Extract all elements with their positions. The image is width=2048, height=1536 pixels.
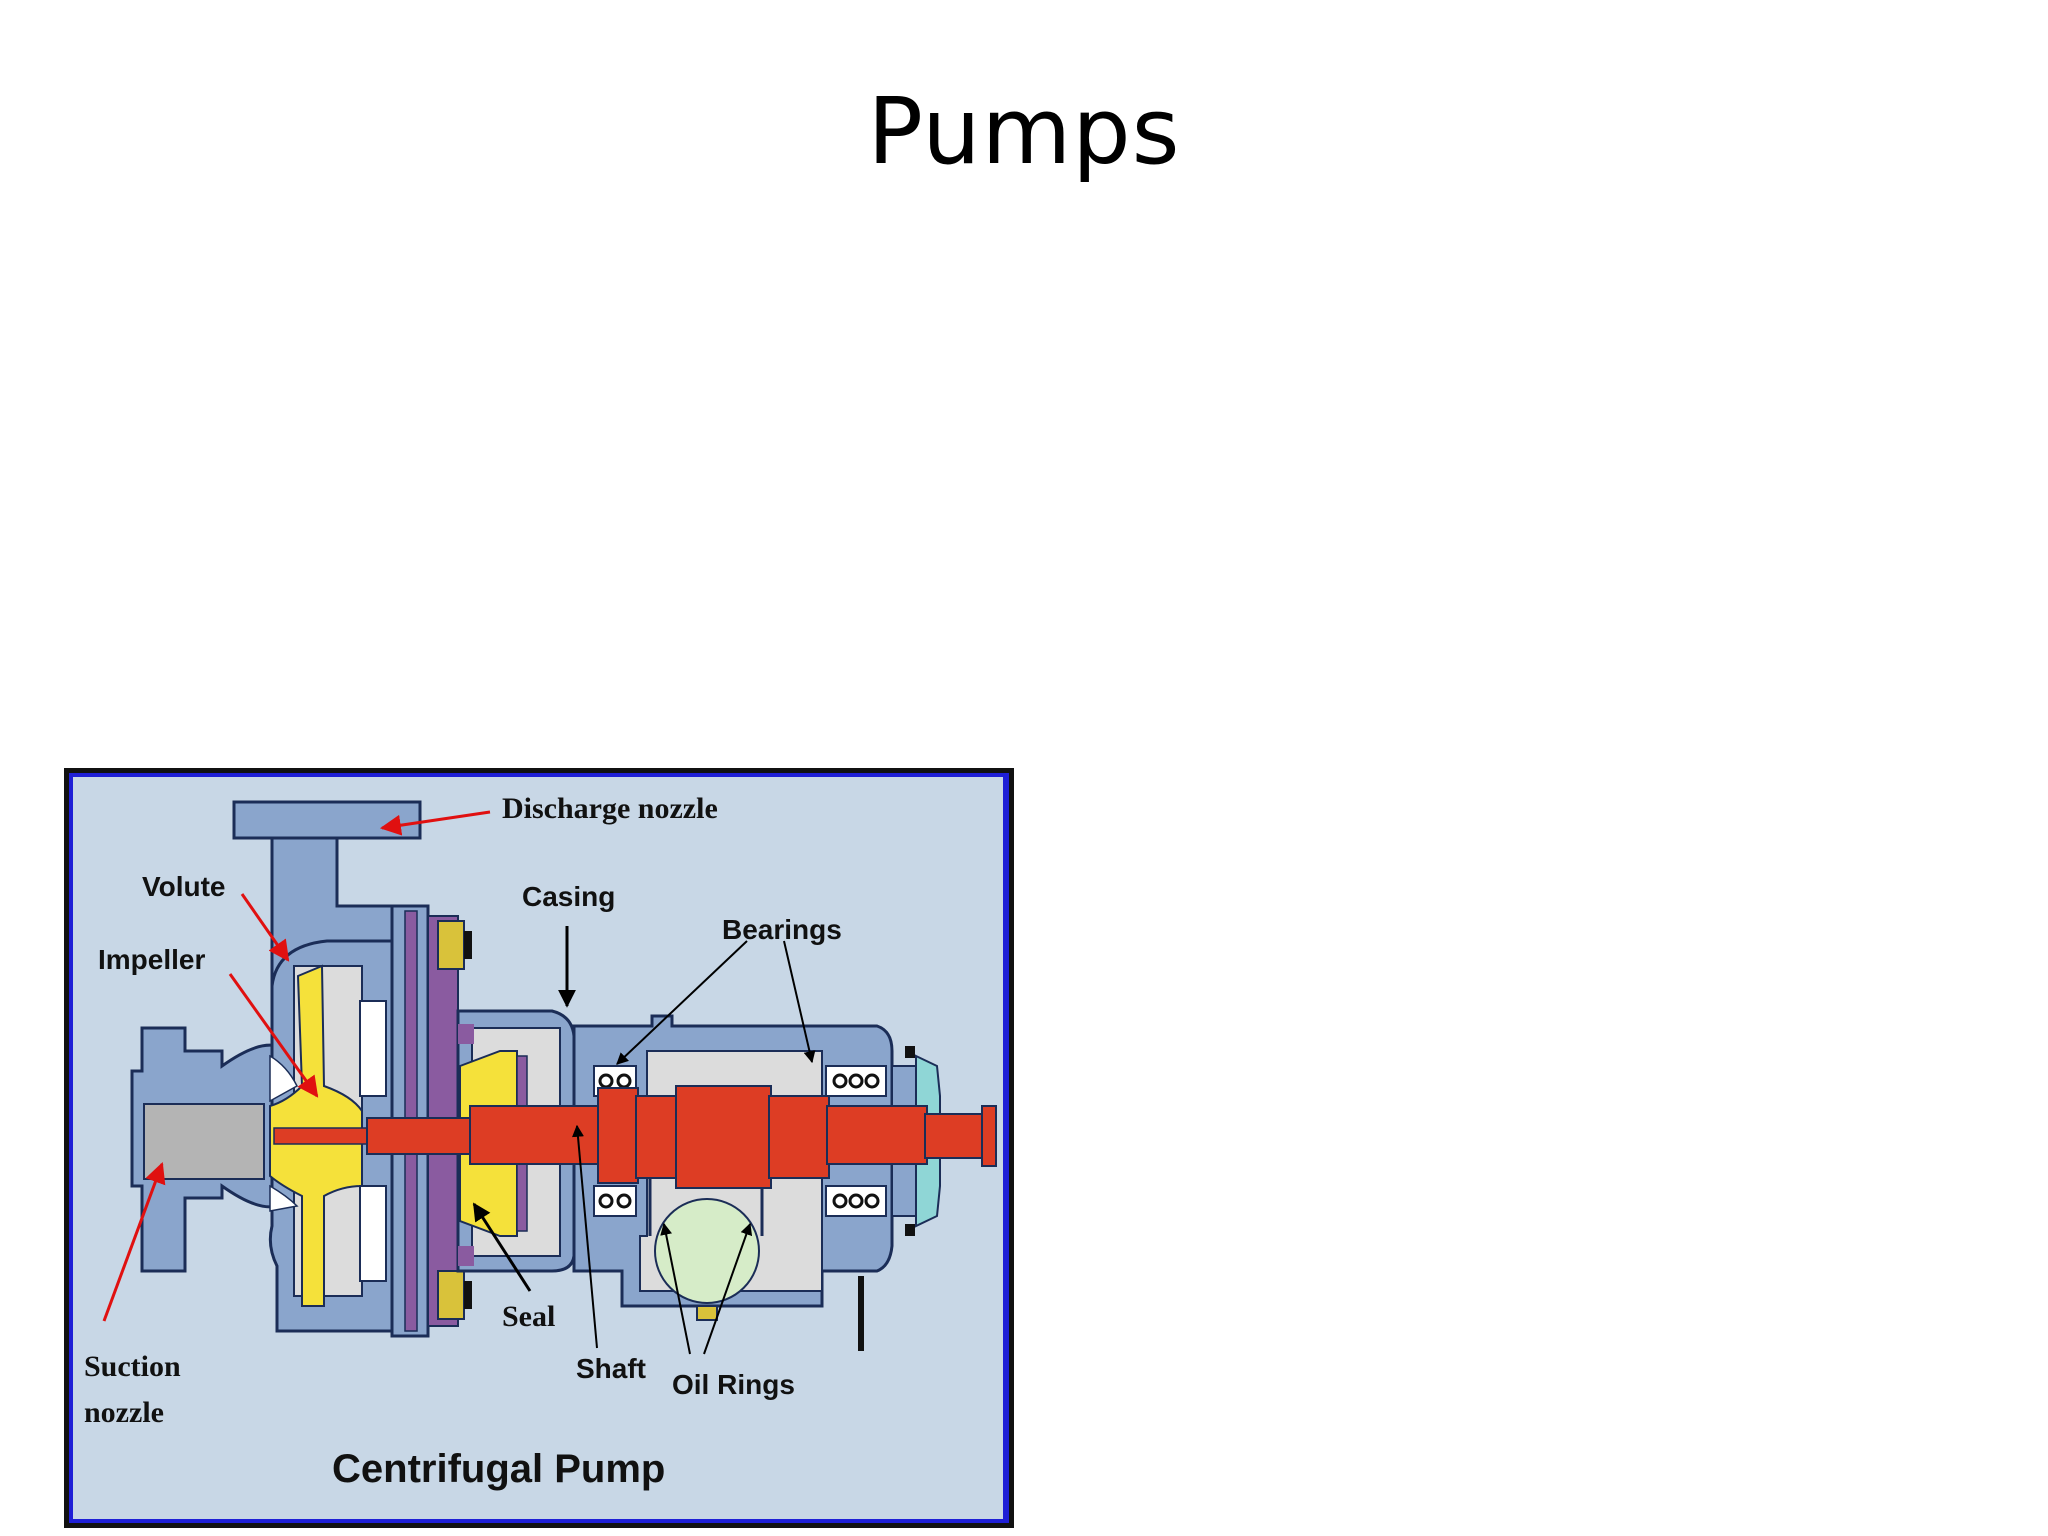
slide-title: Pumps	[867, 78, 1181, 185]
label-suction-nozzle-line2: nozzle	[84, 1396, 164, 1429]
label-shaft: Shaft	[576, 1353, 646, 1384]
bearings-pointer-right	[783, 940, 816, 1064]
oil-rings-pointer-left	[660, 1222, 691, 1355]
oil-rings-pointer-right	[703, 1222, 753, 1355]
label-discharge-nozzle: Discharge nozzle	[502, 792, 718, 825]
discharge-nozzle-pointer	[379, 810, 491, 836]
volute-pointer	[240, 893, 290, 962]
flange-bolt-top	[437, 920, 472, 970]
shaft-pointer	[571, 1124, 598, 1349]
label-volute: Volute	[142, 871, 225, 902]
label-bearings: Bearings	[722, 914, 842, 945]
impeller-pointer	[228, 973, 319, 1098]
centrifugal-pump-diagram: Discharge nozzle Volute Impeller Casing …	[62, 766, 1018, 1532]
label-suction-nozzle-line1: Suction	[84, 1350, 181, 1383]
flange-bolt-bottom	[437, 1270, 472, 1320]
shaft-shape	[273, 1085, 997, 1189]
suction-nozzle-shape	[130, 1026, 279, 1273]
label-oil-rings: Oil Rings	[672, 1369, 795, 1400]
label-impeller: Impeller	[98, 944, 205, 975]
bearing-right	[825, 1065, 887, 1217]
bearings-pointer-left	[616, 940, 748, 1065]
seal-pointer	[472, 1202, 532, 1292]
diagram-caption: Centrifugal Pump	[332, 1447, 665, 1491]
label-seal: Seal	[502, 1300, 555, 1333]
suction-nozzle-pointer	[102, 1162, 166, 1322]
label-casing: Casing	[522, 881, 615, 912]
